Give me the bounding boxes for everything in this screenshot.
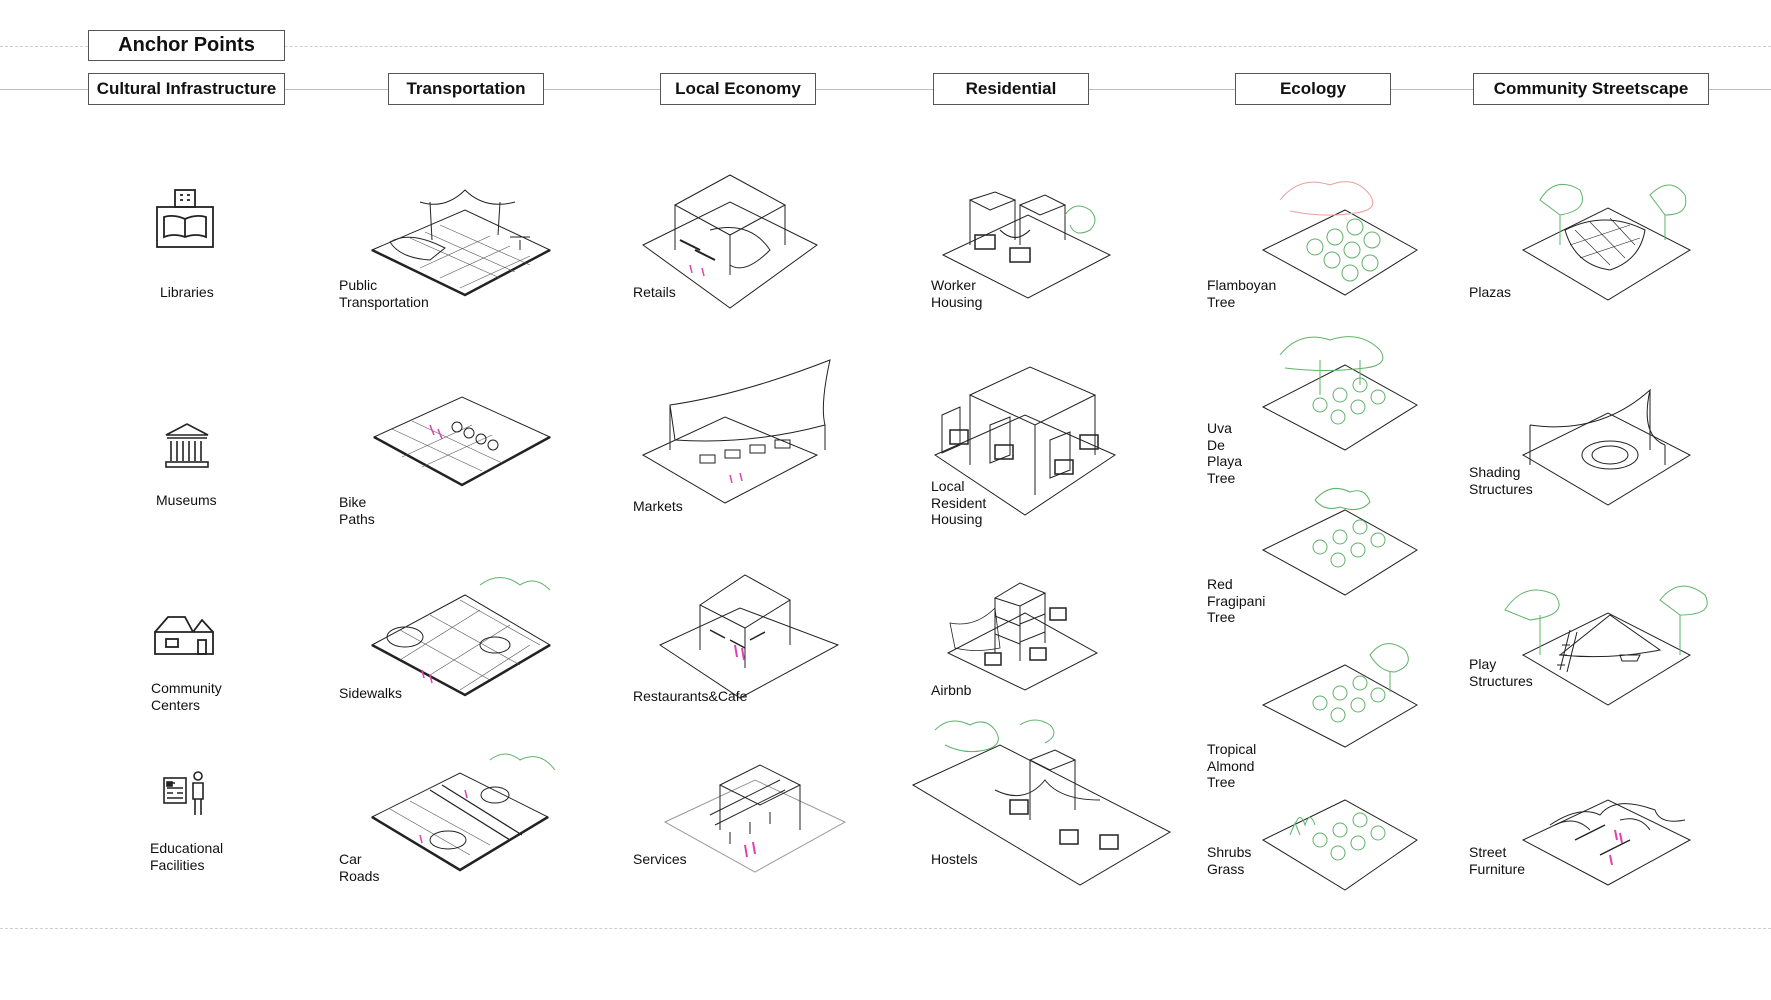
fragipani-tree-diagram [1261,487,1418,596]
resident-housing-diagram [933,366,1117,516]
page-title: Anchor Points [88,30,285,61]
education-icon [163,771,204,815]
top-guide-line [0,46,1771,47]
header-guide-line [0,89,1771,90]
item-label-restaurants-cafe: Restaurants&Cafe [633,688,748,704]
community-center-icon [154,616,214,655]
services-diagram [663,764,847,873]
item-label-public-transportation: Public Transportation [339,277,429,310]
item-label-sidewalks: Sidewalks [339,685,403,701]
item-label-markets: Markets [633,498,683,514]
item-label-libraries: Libraries [160,284,214,300]
shrubs-diagram [1261,799,1418,891]
restaurant-diagram [658,574,840,699]
retail-diagram [642,174,818,309]
bottom-guide-line [0,928,1771,929]
museum-icon [165,423,209,468]
worker-housing-diagram [941,191,1112,299]
transit-shelter-diagram [370,189,552,297]
item-label-retails: Retails [633,284,676,300]
item-label-airbnb: Airbnb [931,682,972,698]
car-road-diagram [370,753,556,872]
header-cultural-infrastructure: Cultural Infrastructure [88,73,285,105]
street-furniture-diagram [1521,799,1692,886]
item-label-educational-facilities: Educational Facilities [150,840,224,873]
header-transportation: Transportation [388,73,544,105]
item-label-hostels: Hostels [931,851,978,867]
header-ecology: Ecology [1235,73,1391,105]
item-label-bike-paths: Bike Paths [339,494,375,527]
item-label-uva-de-playa-tree: Uva De Playa Tree [1207,420,1243,486]
item-label-shrubs-grass: Shrubs Grass [1207,844,1252,877]
item-label-flamboyan-tree: Flamboyan Tree [1207,277,1277,310]
play-structure-diagram [1504,585,1708,706]
item-label-community-centers: Community Centers [151,680,222,713]
header-community-streetscape: Community Streetscape [1473,73,1709,105]
sidewalk-diagram [370,577,551,697]
library-icon [156,189,214,248]
item-label-museums: Museums [156,492,217,508]
market-diagram [641,359,831,504]
uva-tree-diagram [1261,336,1418,451]
almond-tree-diagram [1261,643,1419,748]
plaza-diagram [1521,183,1692,301]
item-label-play-structures: Play Structures [1469,656,1533,689]
item-label-worker-housing: Worker Housing [931,277,983,310]
bike-path-diagram [372,396,552,487]
item-label-shading-structures: Shading Structures [1469,464,1533,497]
item-label-plazas: Plazas [1469,284,1512,300]
item-label-street-furniture: Street Furniture [1469,844,1526,877]
item-label-tropical-almond-tree: Tropical Almond Tree [1207,741,1257,790]
item-label-local-resident-housing: Local Resident Housing [931,478,987,527]
item-label-car-roads: Car Roads [339,851,380,884]
header-local-economy: Local Economy [660,73,816,105]
flamboyan-tree-diagram [1261,181,1418,296]
shading-diagram [1521,388,1692,506]
header-residential: Residential [933,73,1089,105]
airbnb-diagram [946,582,1099,691]
hostel-diagram [911,719,1172,886]
item-label-red-fragipani-tree: Red Fragipani Tree [1207,576,1266,625]
item-label-services: Services [633,851,687,867]
